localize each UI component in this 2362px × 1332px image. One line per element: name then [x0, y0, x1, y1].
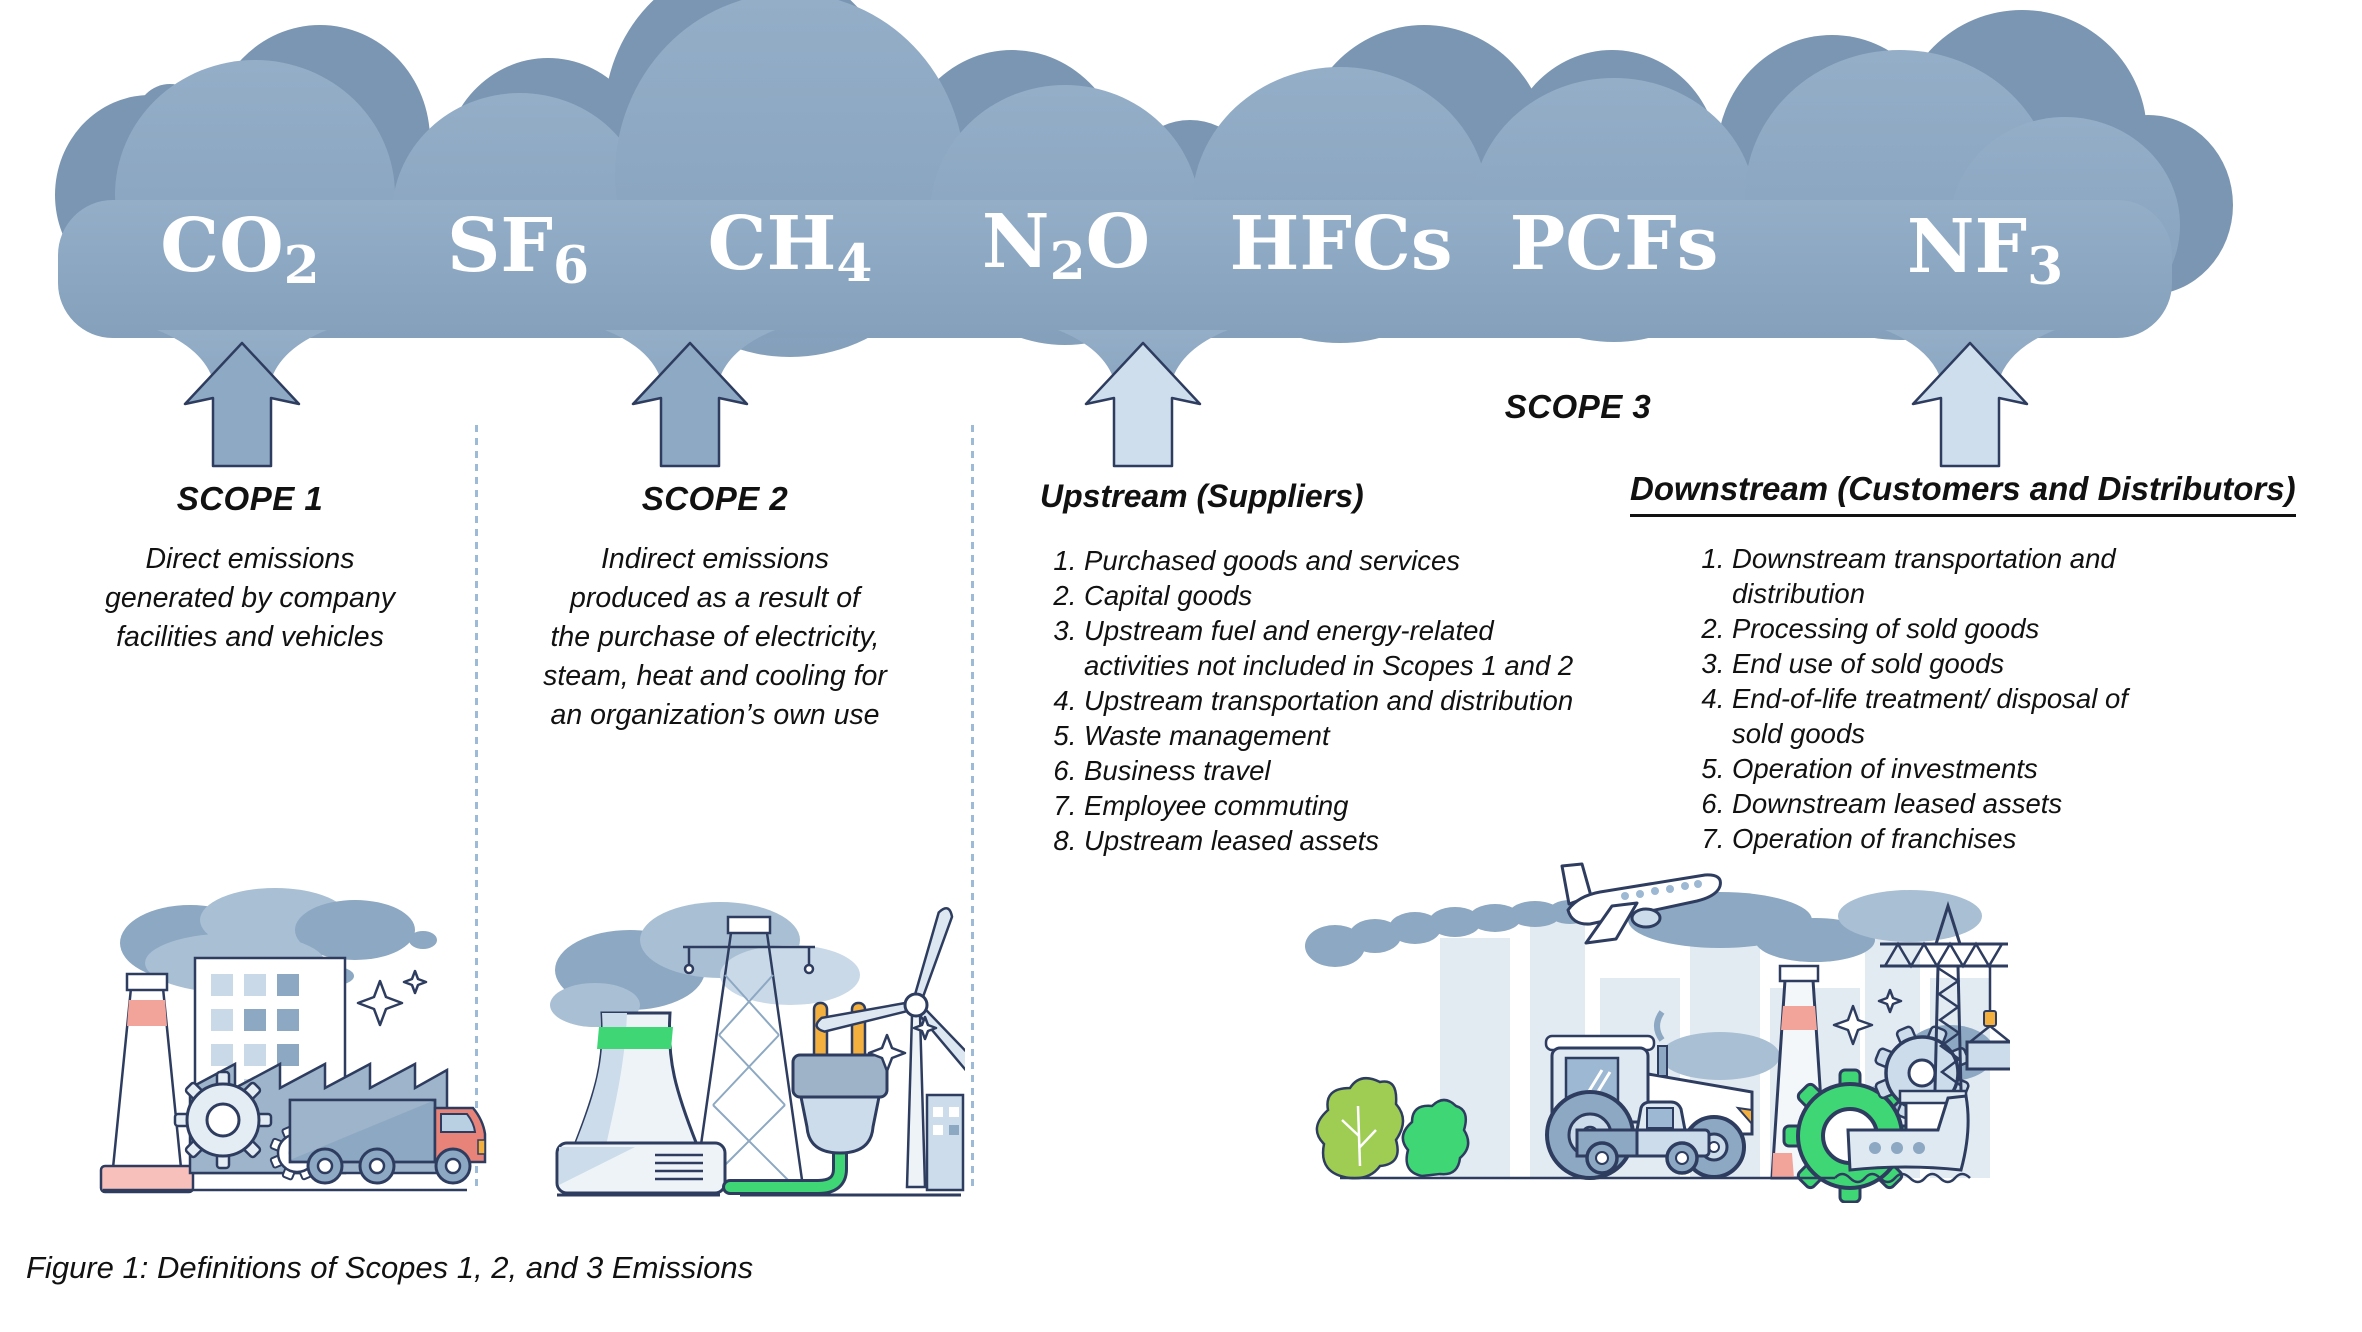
gas-subscript: 2: [283, 235, 320, 297]
ship-icon: [1846, 1094, 1970, 1172]
bush-icon: [1315, 1076, 1470, 1180]
scope3-downstream-section: Downstream (Customers and Distributors) …: [1630, 470, 2362, 856]
gas-label-ch4: CH4: [707, 201, 873, 294]
scope3-illustration-supply-chain: [1305, 862, 2010, 1203]
list-item: Upstream fuel and energy-related activit…: [1084, 613, 1644, 683]
list-item: Processing of sold goods: [1732, 611, 2292, 646]
sparkle-icon: [1832, 988, 1903, 1046]
scope1-description: Direct emissions generated by company fa…: [105, 543, 395, 653]
scope2-title: SCOPE 2: [641, 480, 789, 517]
downstream-heading-text: Downstream (Customers and Distributors): [1630, 470, 2296, 517]
scope3-upstream-arrow-icon: [1084, 341, 1202, 468]
list-item: Waste management: [1084, 718, 1644, 753]
list-item: Downstream leased assets: [1732, 786, 2292, 821]
scope2-description: Indirect emissions produced as a result …: [543, 543, 887, 731]
truck-icon: [288, 1098, 487, 1185]
gas-symbol: HFCs: [1229, 201, 1453, 287]
airplane-icon: [1560, 862, 1722, 945]
pickup-truck-icon: [1575, 1100, 1711, 1175]
list-item: End use of sold goods: [1732, 646, 2292, 681]
downstream-heading: Downstream (Customers and Distributors): [1630, 470, 2362, 517]
emission-arrows: [183, 341, 2029, 468]
gear-icon: [173, 1070, 273, 1170]
scope2-arrow-icon: [631, 341, 749, 468]
gas-label-n2o: N2O: [981, 199, 1151, 292]
separator-scope1-scope2: [475, 425, 478, 1190]
gas-label-co2: CO2: [160, 203, 319, 296]
gas-symbol: CH: [707, 201, 837, 287]
gas-symbol: CO: [160, 203, 284, 289]
scope2-section: SCOPE 2 Indirect emissions produced as a…: [495, 480, 935, 735]
sparkle-icon: [356, 969, 428, 1027]
list-item: Capital goods: [1084, 578, 1644, 613]
wind-turbine-icon: [815, 907, 965, 1189]
crane-icon: [1880, 901, 2010, 1091]
scope1-title: SCOPE 1: [176, 480, 324, 517]
list-item: Upstream leased assets: [1084, 823, 1644, 858]
gas-symbol: N: [981, 199, 1050, 285]
gas-subscript: 2: [1049, 231, 1086, 293]
list-item: Purchased goods and services: [1084, 543, 1644, 578]
small-building-icon: [925, 1093, 965, 1192]
gas-label-hfcs: HFCs: [1229, 201, 1452, 287]
gas-subscript: 6: [552, 235, 590, 297]
list-item: Upstream transportation and distribution: [1084, 683, 1644, 718]
downstream-list: Downstream transportation and distributi…: [1688, 541, 2292, 856]
scope1-section: SCOPE 1 Direct emissions generated by co…: [60, 480, 440, 657]
list-item: Business travel: [1084, 753, 1644, 788]
gas-subscript: 3: [2027, 236, 2064, 298]
smoke-clouds-icon: [550, 902, 860, 1027]
scope1-arrow-icon: [183, 341, 301, 468]
cloud-band-graphic: [55, 0, 2233, 468]
upstream-list: Purchased goods and servicesCapital good…: [1040, 543, 1644, 858]
ground-and-water-line: [1340, 1172, 1971, 1184]
cooling-tower-icon: [555, 1011, 727, 1195]
sparkle-icon: [867, 1015, 938, 1073]
gas-symbol: SF: [446, 203, 553, 289]
gas-subscript: 4: [836, 233, 873, 295]
electric-plug-icon: [722, 1001, 889, 1195]
figure-caption: Figure 1: Definitions of Scopes 1, 2, an…: [26, 1250, 754, 1285]
separator-scope2-scope3: [971, 425, 974, 1190]
gas-symbol: PCFs: [1509, 201, 1719, 287]
gas-symbol: O: [1085, 199, 1151, 285]
gas-symbol: NF: [1906, 204, 2028, 290]
scope3-downstream-arrow-icon: [1911, 341, 2029, 468]
chimney-icon: [99, 972, 195, 1194]
gas-label-nf3: NF3: [1906, 204, 2063, 297]
gas-label-pcfs: PCFs: [1510, 201, 1719, 287]
list-item: End-of-life treatment/ disposal of sold …: [1732, 681, 2292, 751]
gas-label-sf6: SF6: [446, 203, 589, 296]
list-item: Operation of franchises: [1732, 821, 2292, 856]
list-item: Downstream transportation and distributi…: [1732, 541, 2292, 611]
list-item: Employee commuting: [1084, 788, 1644, 823]
scope3-title: SCOPE 3: [1504, 388, 1652, 425]
upstream-heading: Upstream (Suppliers): [1040, 478, 1364, 514]
scope2-illustration-energy: [550, 902, 965, 1197]
list-item: Operation of investments: [1732, 751, 2292, 786]
scope1-illustration-factory: [99, 888, 487, 1194]
plug-cable: [725, 1148, 845, 1192]
scope3-upstream-section: Upstream (Suppliers) Purchased goods and…: [1040, 478, 1640, 858]
cloud-front-mass: [58, 0, 2180, 438]
